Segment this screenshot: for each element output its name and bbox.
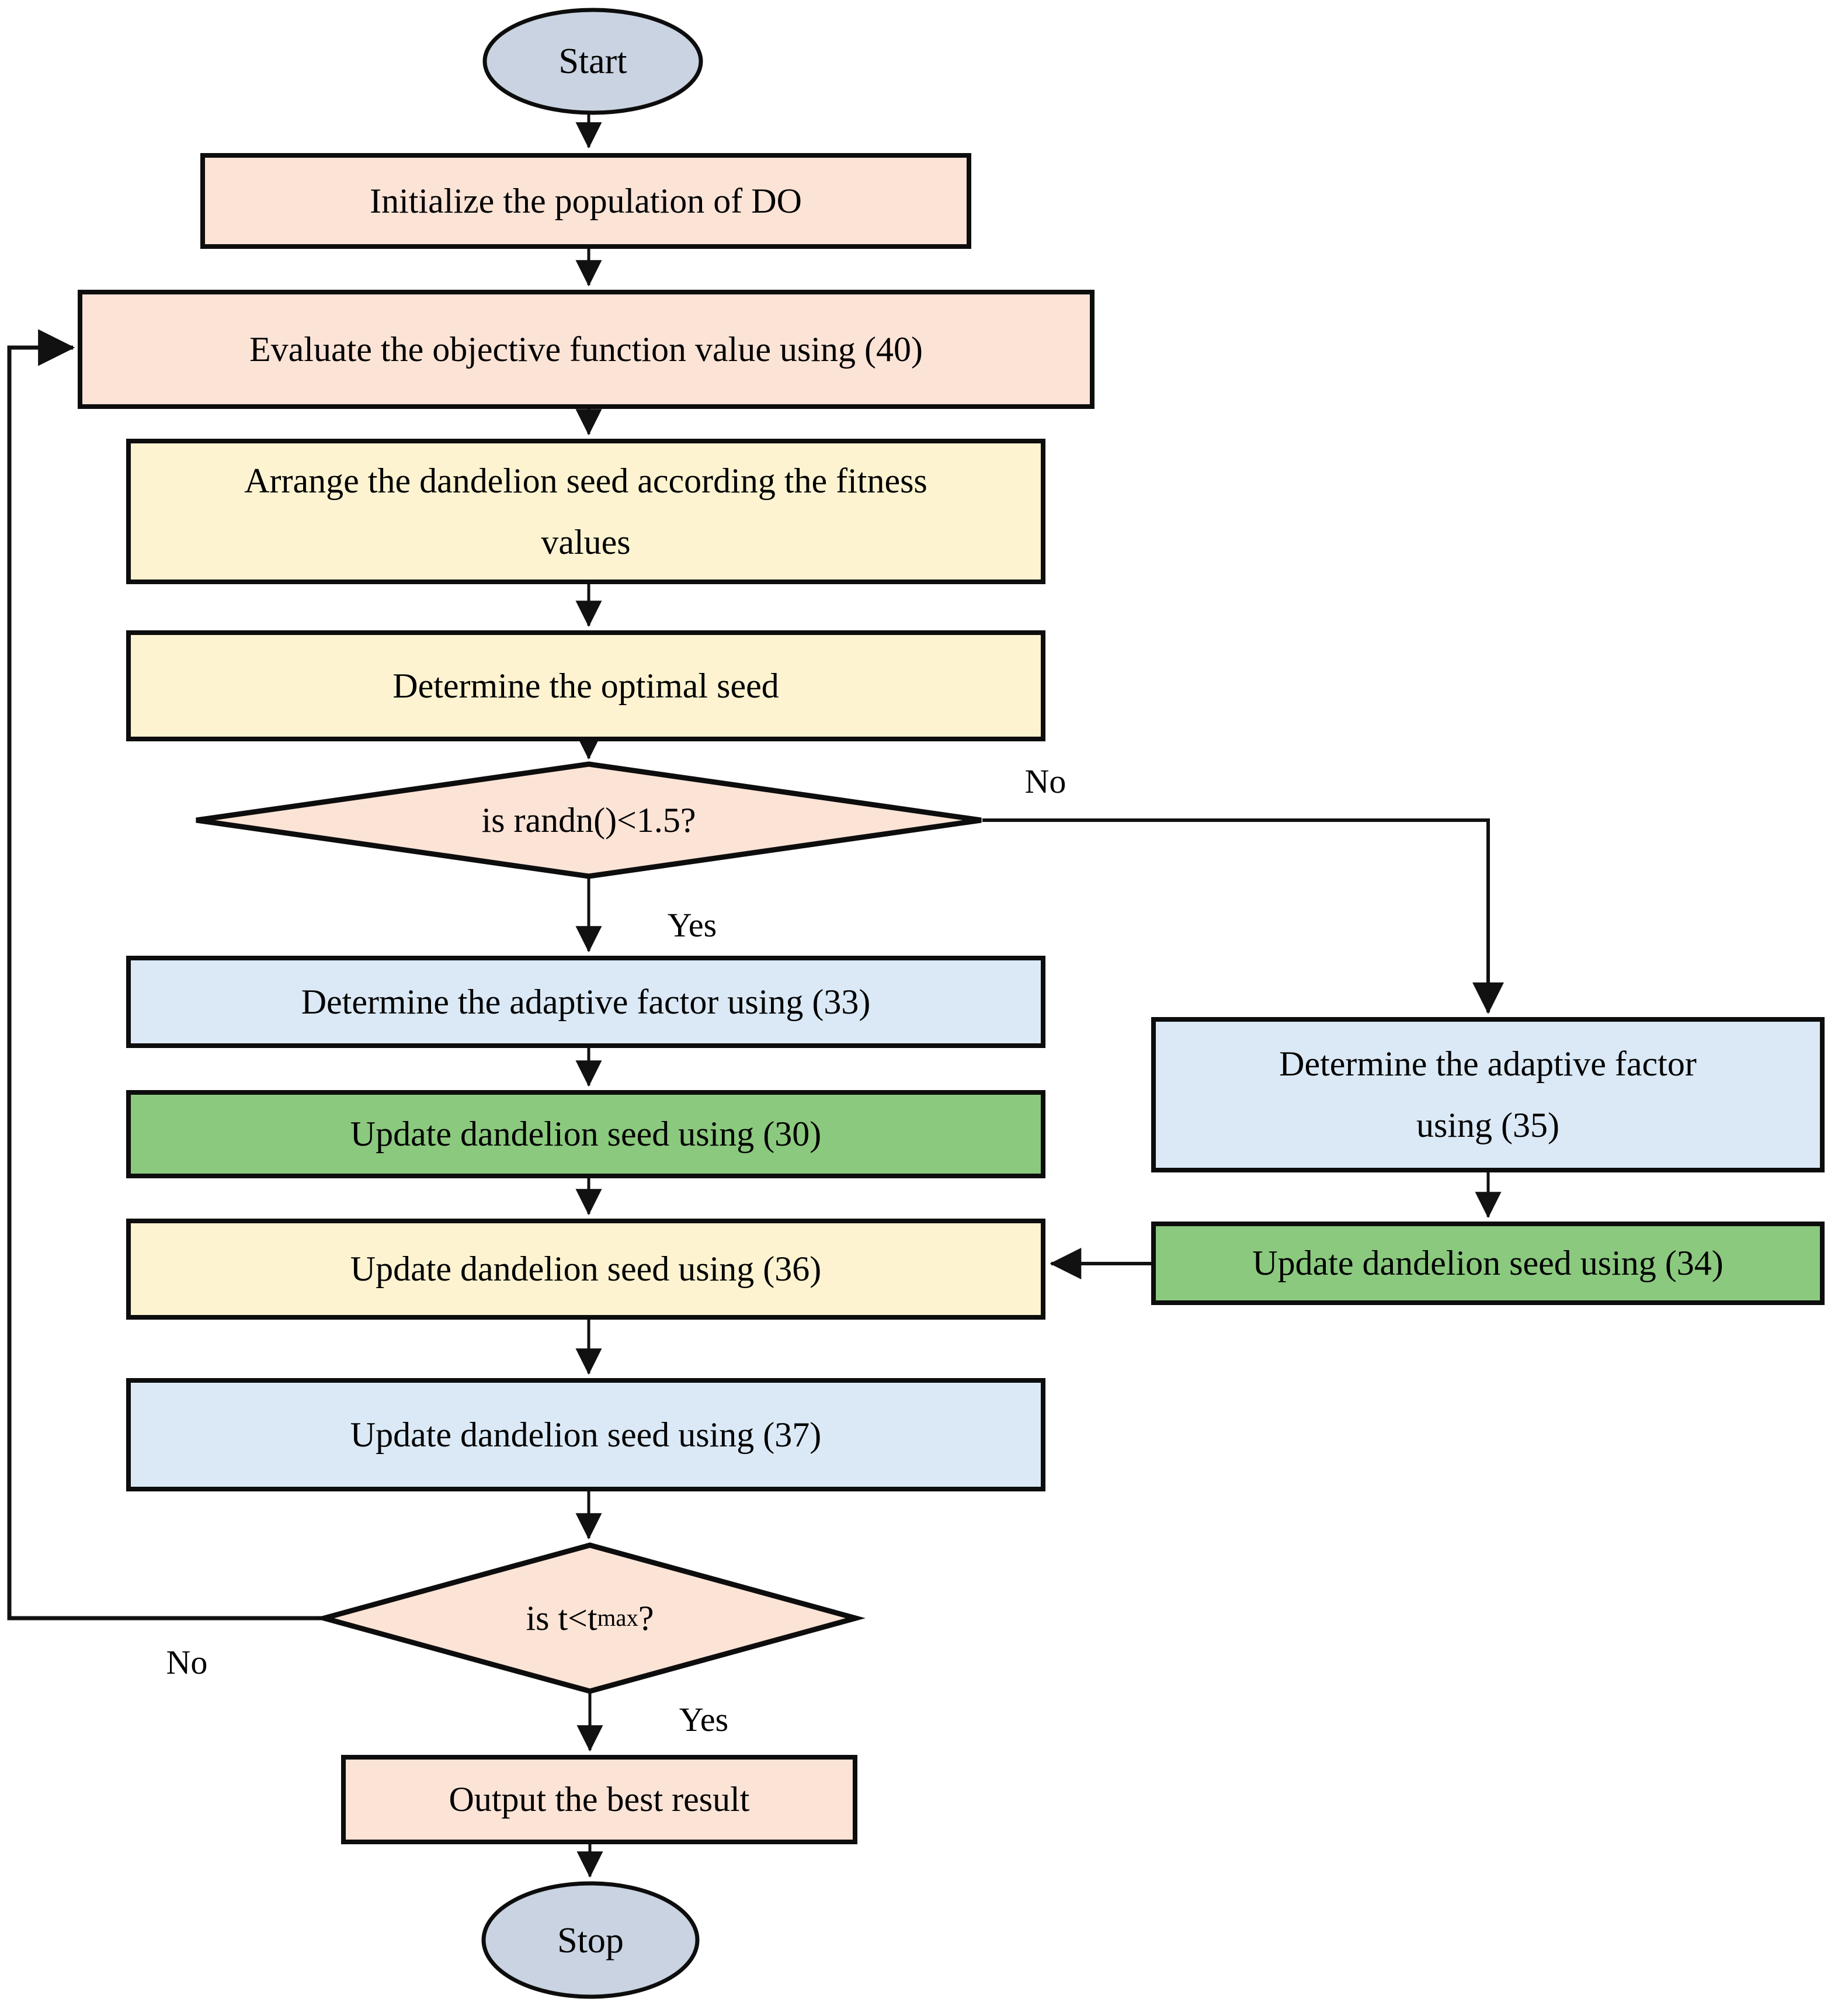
evaluate-node-label: Evaluate the objective function value us… <box>249 329 923 369</box>
stop-node-shape <box>481 1881 700 1999</box>
start-node-label: Start <box>558 41 627 81</box>
arrange-node-text: Arrange the dandelion seed according the… <box>244 461 927 561</box>
adaptive33-node-label: Determine the adaptive factor using (33) <box>301 982 871 1021</box>
update30-node-label: Update dandelion seed using (30) <box>350 1115 822 1153</box>
decision2-text-suffix: ? <box>638 1598 654 1637</box>
update36-node-label: Update dandelion seed using (36) <box>350 1250 822 1288</box>
edge-decision2-no-loop-to-evaluate <box>7 329 323 1621</box>
arrange-node-label: Arrange the dandelion seed according the… <box>128 441 1043 582</box>
init-node-label: Initialize the population of DO <box>370 181 802 220</box>
stop-node-label: Stop <box>557 1920 624 1961</box>
init-node-shape <box>200 153 971 249</box>
adaptive35-node-shape <box>1151 1017 1825 1172</box>
decision2-node-shape <box>314 1542 866 1694</box>
adaptive35-node-label: Determine the adaptive factor using (35) <box>1154 1019 1822 1170</box>
update37-node-shape <box>126 1378 1045 1491</box>
evaluate-node-shape <box>78 290 1095 409</box>
start-node-shape <box>482 8 703 115</box>
update34-node-label: Update dandelion seed using (34) <box>1252 1244 1724 1282</box>
decision1-node-shape <box>196 761 982 879</box>
update36-node-shape <box>126 1219 1045 1320</box>
decision1-node-label: is randn()<1.5? <box>481 800 696 839</box>
decision2-text-prefix: is t<t <box>526 1598 597 1637</box>
optimal-node-label: Determine the optimal seed <box>392 666 779 705</box>
optimal-node-shape <box>126 630 1045 741</box>
arrange-node-shape <box>126 439 1045 584</box>
adaptive35-node-text: Determine the adaptive factor using (35) <box>1279 1045 1697 1144</box>
adaptive33-node-shape <box>126 956 1045 1048</box>
decision2-no-edge-label: No <box>166 1643 208 1681</box>
decision2-yes-edge-label: Yes <box>679 1700 729 1739</box>
update37-node-label: Update dandelion seed using (37) <box>350 1415 822 1454</box>
edge-decision1-no-to-adaptive35 <box>982 818 1504 1014</box>
decision1-yes-edge-label: Yes <box>667 905 717 944</box>
output-node-shape <box>341 1755 857 1844</box>
output-node-label: Output the best result <box>449 1780 750 1819</box>
update34-node-shape <box>1151 1222 1825 1305</box>
decision1-no-edge-label: No <box>1024 762 1066 800</box>
update30-node-shape <box>126 1090 1045 1178</box>
